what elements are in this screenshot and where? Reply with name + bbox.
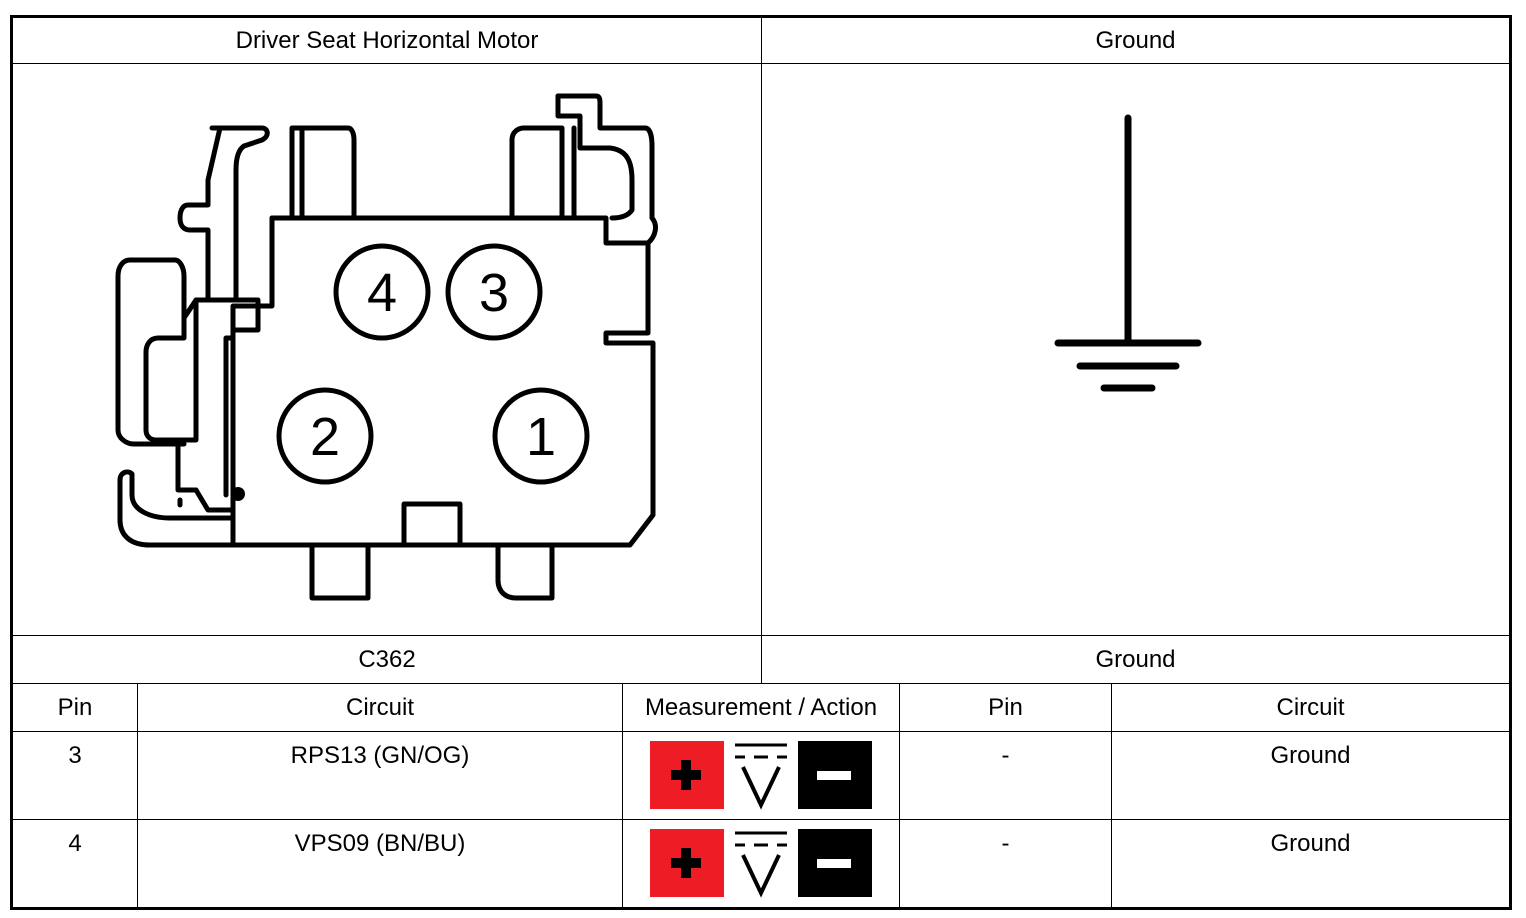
grid-line [761, 17, 762, 684]
grid-line [899, 683, 900, 908]
ground-title: Ground [1095, 26, 1176, 54]
connector-housing [230, 215, 656, 548]
pin-4-label: 4 [366, 263, 398, 323]
grid-line [12, 819, 1510, 820]
voltmeter-icon [650, 741, 872, 810]
table-row-1-circuit-2: Ground [1270, 742, 1351, 769]
table-row-1-pin-2: - [1001, 742, 1010, 769]
grid-line [622, 683, 623, 908]
column-header-measurement: Measurement / Action [644, 693, 878, 721]
connector-latch [209, 125, 275, 303]
column-header-pin-2: Pin [988, 693, 1023, 721]
column-header-pin: Pin [57, 693, 93, 721]
table-row-2-circuit-2: Ground [1270, 830, 1351, 857]
diagram-frame [10, 15, 1512, 910]
table-row-2-pin: 4 [68, 830, 82, 857]
table-row-1-pin: 3 [68, 742, 82, 769]
pin-4-cavity [333, 243, 431, 341]
ground-id: Ground [1095, 645, 1176, 673]
table-row-1-circuit: RPS13 (GN/OG) [290, 742, 470, 769]
pin-1-cavity [492, 387, 590, 485]
connector-id: C362 [358, 645, 416, 673]
grid-line [1111, 683, 1112, 908]
pin-1-label: 1 [525, 407, 557, 467]
polarization-key [401, 501, 463, 548]
bottom-tab [495, 542, 555, 601]
voltmeter-icon [650, 829, 872, 898]
grid-line [12, 731, 1510, 732]
pin-3-cavity [445, 243, 543, 341]
pin-2-label: 2 [309, 407, 341, 467]
pin-3-label: 3 [478, 263, 510, 323]
grid-line [137, 683, 138, 908]
table-row-2-pin-2: - [1001, 830, 1010, 857]
connector-description: Driver Seat Horizontal Motor [235, 26, 539, 54]
bottom-tab [309, 542, 371, 601]
column-header-circuit-2: Circuit [1276, 693, 1345, 721]
pin-2-cavity [276, 387, 374, 485]
column-header-circuit: Circuit [345, 693, 414, 721]
table-row-2-circuit: VPS09 (BN/BU) [294, 830, 466, 857]
